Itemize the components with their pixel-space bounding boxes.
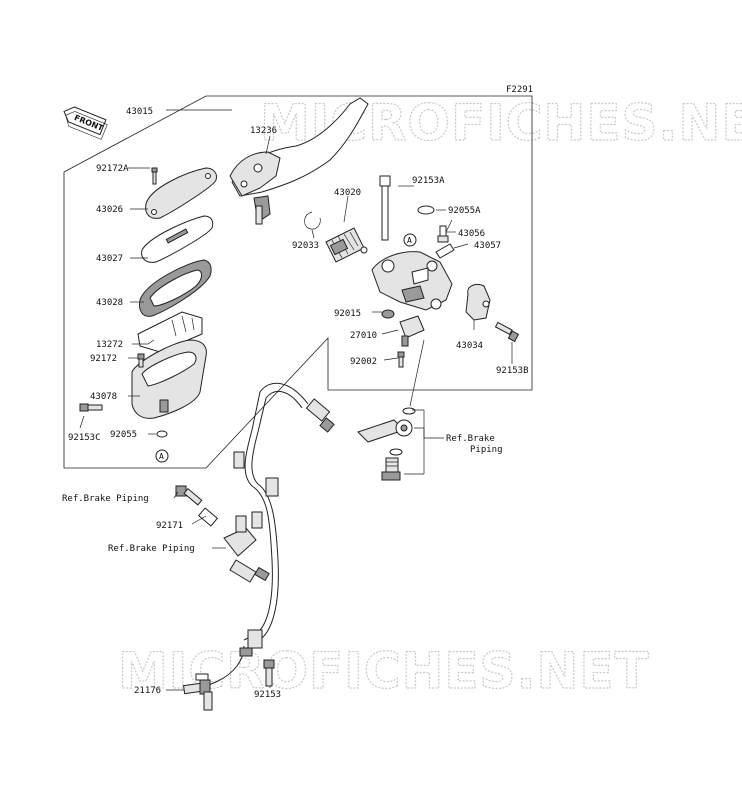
sensor-21176 <box>182 673 213 711</box>
ref-marker-right-text: A <box>407 236 412 245</box>
washer-92015 <box>381 309 395 319</box>
bolt-92153b <box>494 321 520 343</box>
label-43020: 43020 <box>334 188 361 198</box>
label-92172a: 92172A <box>96 164 129 174</box>
label-92033: 92033 <box>292 241 319 251</box>
bolt-92171 <box>175 485 219 527</box>
label-ref-brake-1: Ref.Brake <box>446 434 495 444</box>
label-13236: 13236 <box>250 126 277 136</box>
screw-92153c <box>79 403 103 412</box>
junction-block <box>223 511 270 583</box>
label-ref-brake-2: Ref.Brake Piping <box>62 494 149 504</box>
hose-end-upper <box>305 398 335 433</box>
reservoir-diaphragm <box>139 259 212 317</box>
label-13272: 13272 <box>96 340 123 350</box>
hose-guide <box>233 451 279 497</box>
brake-lever <box>229 97 369 225</box>
piston-assembly <box>325 227 368 263</box>
label-ref-brake-3: Ref.Brake Piping <box>108 544 195 554</box>
reservoir-plate <box>141 215 214 263</box>
front-arrow-icon: FRONT <box>63 106 108 140</box>
switch-27010 <box>399 315 425 347</box>
label-43034: 43034 <box>456 341 483 351</box>
screw-92172 <box>137 353 145 368</box>
figure-code: F2291 <box>506 85 533 95</box>
clamp-43034 <box>465 283 491 321</box>
label-92153c: 92153C <box>68 433 101 443</box>
label-43028: 43028 <box>96 298 123 308</box>
banjo-bolt <box>381 448 403 481</box>
label-43026: 43026 <box>96 205 123 215</box>
leader-lines <box>79 109 513 691</box>
label-43027: 43027 <box>96 254 123 264</box>
label-92153a: 92153A <box>412 176 445 186</box>
label-43015: 43015 <box>126 107 153 117</box>
banjo-washer <box>402 407 416 415</box>
label-43056: 43056 <box>458 229 485 239</box>
bolt-92153 <box>263 659 275 687</box>
master-cylinder-body <box>371 251 453 311</box>
cap-43057 <box>435 243 455 259</box>
label-92002: 92002 <box>350 357 377 367</box>
reservoir-cap <box>145 167 217 219</box>
oring-92055a <box>417 205 435 215</box>
banjo-fitting <box>357 419 413 443</box>
label-92153: 92153 <box>254 690 281 700</box>
ref-marker-left-text: A <box>159 452 164 461</box>
brake-hose-inner <box>251 390 303 643</box>
label-43057: 43057 <box>474 241 501 251</box>
reservoir-insert <box>137 311 203 353</box>
label-92055: 92055 <box>110 430 137 440</box>
screw-92172a <box>151 167 158 185</box>
label-43078: 43078 <box>90 392 117 402</box>
label-92055a: 92055A <box>448 206 481 216</box>
ref-marker-left: A <box>155 449 169 463</box>
label-92171: 92171 <box>156 521 183 531</box>
oring-92055 <box>156 430 168 438</box>
label-21176: 21176 <box>134 686 161 696</box>
label-92172: 92172 <box>90 354 117 364</box>
bolt-92153a <box>379 175 391 241</box>
bleeder-43056 <box>437 225 449 243</box>
reservoir-body <box>131 339 207 419</box>
hose-joint-lower <box>239 629 263 657</box>
screw-92002 <box>397 351 405 368</box>
ref-marker-right: A <box>403 233 417 247</box>
label-ref-brake-1b: Piping <box>470 445 503 455</box>
label-27010: 27010 <box>350 331 377 341</box>
label-92153b: 92153B <box>496 366 529 376</box>
label-92015: 92015 <box>334 309 361 319</box>
assembly-frame <box>63 95 533 469</box>
circlip-92033 <box>304 211 321 230</box>
